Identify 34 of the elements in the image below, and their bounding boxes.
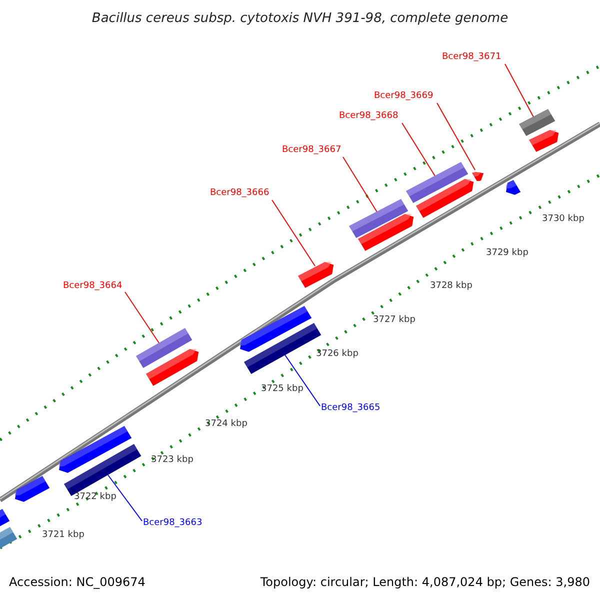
position-label: 3726 kbp — [316, 349, 358, 360]
leader-line — [402, 122, 436, 176]
gene-label: Bcer98_3667 — [282, 145, 342, 155]
leader-line — [342, 156, 378, 212]
gene-label: Bcer98_3668 — [339, 111, 398, 121]
gene-feature — [472, 172, 484, 182]
leader-line — [272, 200, 316, 266]
gene-label: Bcer98_3664 — [63, 281, 122, 291]
position-label: 3724 kbp — [205, 419, 248, 430]
position-label: 3721 kbp — [42, 530, 84, 541]
gene-feature — [406, 162, 469, 203]
position-label: 3727 kbp — [373, 315, 416, 326]
position-label: 3730 kbp — [542, 214, 584, 225]
position-label: 3725 kbp — [261, 384, 304, 395]
leader-line — [436, 102, 476, 170]
gene-label: Bcer98_3665 — [321, 403, 380, 413]
leader-line — [504, 64, 534, 118]
gene-label: Bcer98_3671 — [442, 52, 502, 62]
position-label: 3729 kbp — [486, 248, 528, 259]
position-label: 3722 kbp — [74, 492, 116, 503]
leader-line — [284, 354, 320, 406]
position-label: 3723 kbp — [151, 455, 194, 466]
gene-feature — [298, 262, 334, 288]
gene-feature — [349, 199, 409, 238]
gene-label: Bcer98_3666 — [210, 188, 270, 198]
accession-text: Accession: NC_009674 — [9, 574, 146, 591]
gene-label: Bcer98_3663 — [143, 518, 202, 528]
title: Bacillus cereus subsp. cytotoxis NVH 391-98, complete genome — [90, 10, 510, 28]
leader-line — [108, 474, 142, 522]
gene-feature — [136, 328, 193, 368]
genome-summary: Topology: circular; Length: 4,087,024 bp; Genes: 3,980 — [260, 574, 590, 591]
gene-feature — [519, 109, 556, 136]
gene-label: Bcer98_3669 — [374, 91, 434, 101]
position-label: 3728 kbp — [430, 281, 472, 292]
